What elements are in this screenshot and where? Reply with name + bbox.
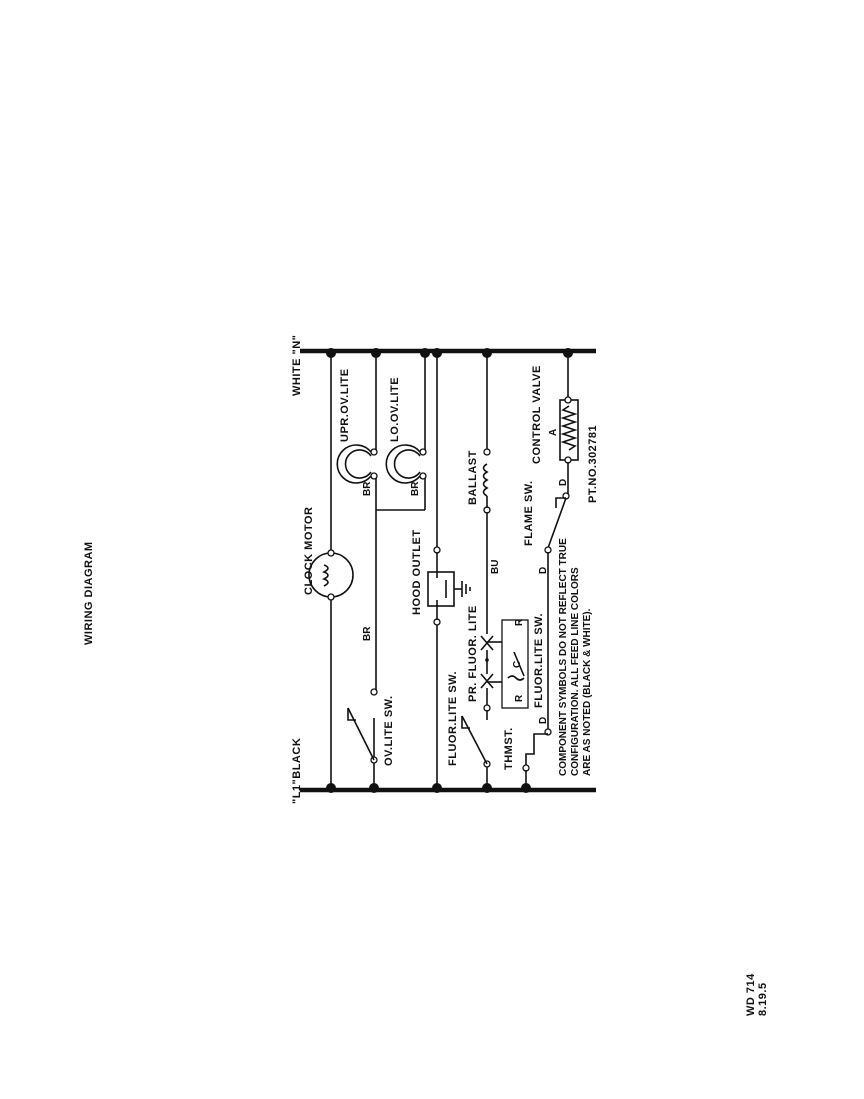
- note-line-1: COMPONENT SYMBOLS DO NOT REFLECT TRUE: [558, 538, 569, 776]
- clock-motor-circuit: CLOCK MOTOR: [303, 353, 354, 788]
- wire-label-d-a: D: [558, 479, 569, 486]
- ballast-label: BALLAST: [467, 450, 479, 505]
- wire-label-r-b: R: [514, 694, 525, 702]
- neutral-bus-label: WHITE "N": [291, 335, 303, 396]
- wire-label-br-a: BR: [362, 481, 373, 496]
- upper-oven-lite-label: UPR.OV.LITE: [339, 368, 351, 442]
- clock-motor-label: CLOCK MOTOR: [303, 507, 315, 595]
- note-line-3: ARE AS NOTED (BLACK & WHITE).: [582, 608, 593, 776]
- oven-lite-switch-label: OV.LITE SW.: [383, 696, 395, 767]
- flame-switch-label: FLAME SW.: [523, 480, 535, 546]
- drawing-date: 8.19.5: [757, 982, 769, 1016]
- fluor-lite-switch-label: FLUOR.LITE SW.: [533, 613, 545, 708]
- page-title: WIRING DIAGRAM: [83, 541, 95, 645]
- wire-label-br-b: BR: [410, 481, 421, 496]
- note-line-2: CONFIGURATION. ALL FEED LINE COLORS: [570, 567, 581, 776]
- lower-oven-lite-circuit: LO.OV.LITE BR: [385, 353, 427, 510]
- oven-lite-circuit: UPR.OV.LITE BR BR OV.LITE SW.: [336, 353, 425, 788]
- valve-marker: A: [548, 429, 559, 436]
- hood-outlet-label: HOOD OUTLET: [411, 529, 423, 615]
- lower-oven-lite-label: LO.OV.LITE: [389, 377, 401, 442]
- wire-label-bu: BU: [490, 560, 501, 574]
- fluor-lite-switch-main-label: FLUOR.LITE SW.: [447, 671, 459, 766]
- drawing-code: WD 714: [745, 973, 757, 1016]
- hood-outlet-circuit: HOOD OUTLET: [411, 353, 471, 788]
- pr-fluor-lite-label: PR. FLUOR. LITE: [467, 605, 479, 702]
- burner-circuit: A CONTROL VALVE PT.NO.302781 D FLAME SW.…: [503, 353, 599, 788]
- control-valve-label: CONTROL VALVE: [531, 365, 543, 464]
- thermostat-label: THMST.: [503, 727, 515, 770]
- wire-label-c: C: [512, 661, 523, 668]
- wire-label-d-b: D: [538, 567, 549, 574]
- wire-label-d-c: D: [538, 717, 549, 724]
- wire-label-br-c: BR: [362, 626, 373, 641]
- fluor-lite-circuit: BALLAST BU PR. FLUOR. LITE R R C FLUOR.L…: [447, 353, 545, 788]
- wire-label-r-a: R: [514, 618, 525, 626]
- diagram-note: COMPONENT SYMBOLS DO NOT REFLECT TRUE CO…: [558, 538, 593, 776]
- part-number-label: PT.NO.302781: [587, 425, 599, 503]
- line-bus-label: "L1"BLACK: [291, 738, 303, 804]
